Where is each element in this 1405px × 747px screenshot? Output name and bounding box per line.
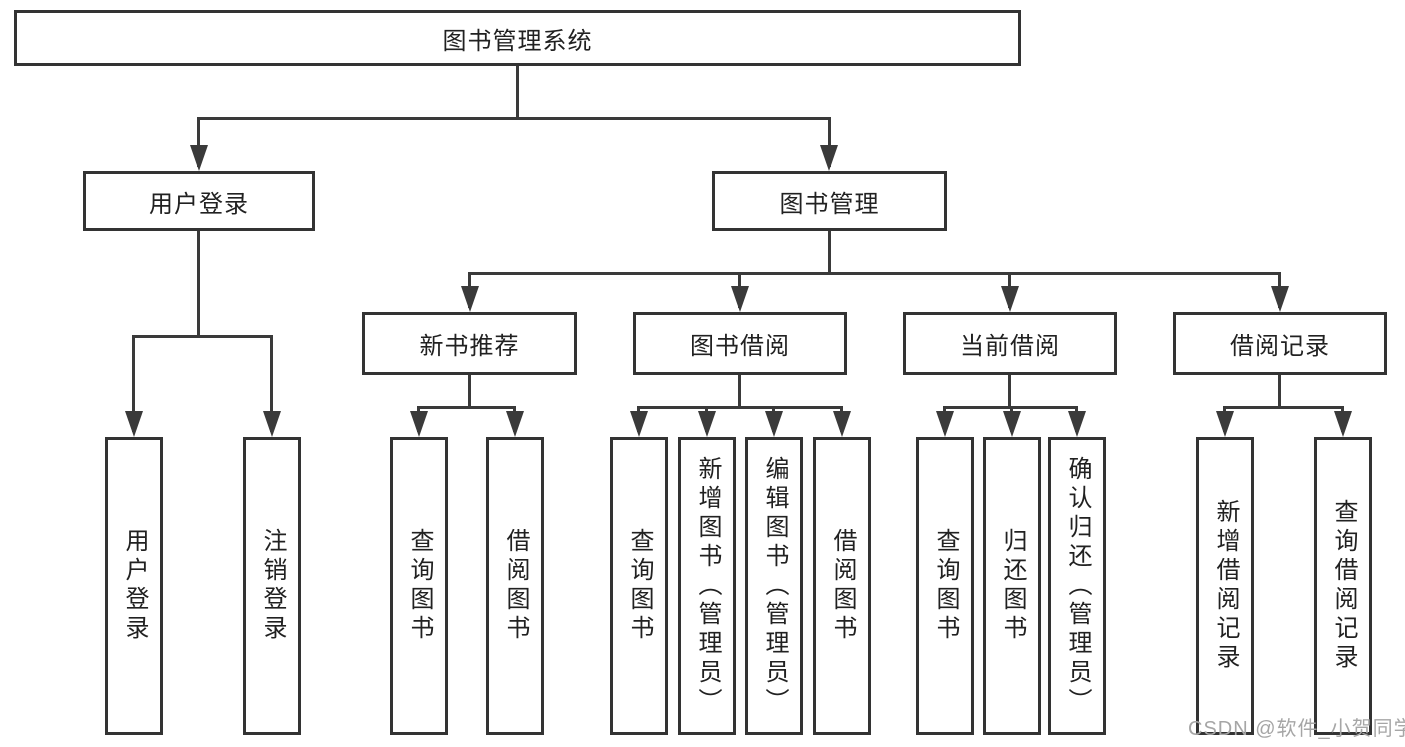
node-library-management-system: 图书管理系统 <box>14 10 1021 66</box>
connector-borrow-records-stem <box>1278 375 1281 408</box>
arrowhead-login <box>125 411 143 437</box>
node-br-query-record: 查询借阅记录 <box>1314 437 1372 735</box>
node-book-management: 图书管理 <box>712 171 947 231</box>
arrowhead-bb-query <box>630 411 648 437</box>
connector-drop-logout <box>270 335 273 432</box>
node-current-borrowing: 当前借阅 <box>903 312 1117 375</box>
connector-book-mgmt-stem <box>828 231 831 274</box>
connector-new-book-bar <box>417 406 516 409</box>
connector-level1-bar <box>197 117 831 120</box>
node-nbr-borrow-books: 借阅图书 <box>486 437 544 735</box>
connector-root-trunk <box>516 66 519 117</box>
connector-current-borrow-stem <box>1008 375 1011 408</box>
node-book-borrowing: 图书借阅 <box>633 312 847 375</box>
connector-level3-bar <box>468 272 1281 275</box>
node-user-login: 用户登录 <box>83 171 315 231</box>
arrowhead-bb-edit <box>765 411 783 437</box>
node-cb-confirm-return-admin: 确认归还（管理员） <box>1048 437 1106 735</box>
connector-book-borrow-stem <box>738 375 741 408</box>
node-borrowing-records: 借阅记录 <box>1173 312 1387 375</box>
node-bb-borrow-books: 借阅图书 <box>813 437 871 735</box>
connector-user-login-bar <box>132 335 273 338</box>
arrowhead-logout <box>263 411 281 437</box>
arrowhead-user-login <box>190 145 208 171</box>
arrowhead-bb-add <box>698 411 716 437</box>
arrowhead-cb-query <box>936 411 954 437</box>
arrowhead-new-book <box>461 286 479 312</box>
node-cb-return-books: 归还图书 <box>983 437 1041 735</box>
connector-new-book-stem <box>468 375 471 408</box>
arrowhead-cb-return <box>1003 411 1021 437</box>
connector-borrow-records-bar <box>1223 406 1344 409</box>
connector-drop-login <box>132 335 135 432</box>
node-bb-query-books: 查询图书 <box>610 437 668 735</box>
node-cb-query-books: 查询图书 <box>916 437 974 735</box>
arrowhead-br-query <box>1334 411 1352 437</box>
arrowhead-book-borrow <box>731 286 749 312</box>
node-new-book-recommend: 新书推荐 <box>362 312 577 375</box>
connector-drop-user-login <box>197 117 200 167</box>
connector-user-login-stem <box>197 231 200 337</box>
node-bb-edit-books-admin: 编辑图书（管理员） <box>745 437 803 735</box>
node-bb-add-books-admin: 新增图书（管理员） <box>678 437 736 735</box>
arrowhead-book-management <box>820 145 838 171</box>
node-br-add-record: 新增借阅记录 <box>1196 437 1254 735</box>
node-user-login-action: 用户登录 <box>105 437 163 735</box>
connector-book-borrow-bar <box>637 406 843 409</box>
node-nbr-query-books: 查询图书 <box>390 437 448 735</box>
arrowhead-nbr-borrow <box>506 411 524 437</box>
connector-drop-book-management <box>828 117 831 167</box>
csdn-watermark: CSDN @软件_小贺同学 <box>1188 718 1405 740</box>
arrowhead-current-borrow <box>1001 286 1019 312</box>
arrowhead-borrow-records <box>1271 286 1289 312</box>
arrowhead-cb-confirm <box>1068 411 1086 437</box>
arrowhead-br-add <box>1216 411 1234 437</box>
node-logout-action: 注销登录 <box>243 437 301 735</box>
arrowhead-nbr-query <box>410 411 428 437</box>
arrowhead-bb-borrow <box>833 411 851 437</box>
